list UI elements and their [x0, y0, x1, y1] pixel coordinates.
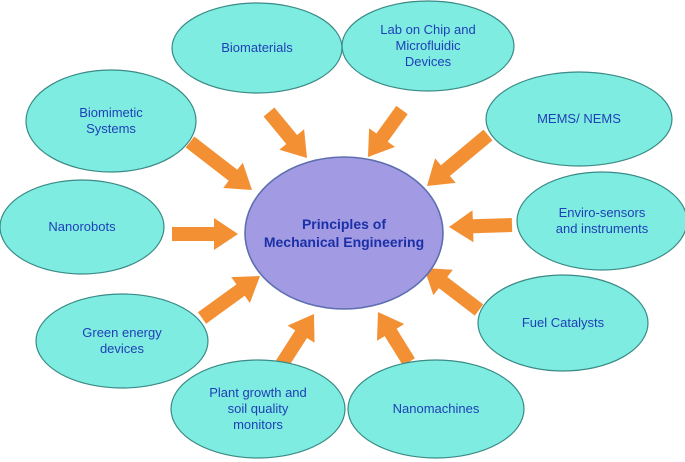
- node-enviro-sensors: [516, 171, 685, 271]
- node-label-biomimetic: Biomimetic Systems: [79, 105, 143, 136]
- node-label-nanorobots: Nanorobots: [48, 219, 116, 234]
- arrow-nanomachines: [377, 312, 415, 366]
- arrow-biomaterials: [263, 107, 307, 158]
- arrow-fuel-catalysts: [424, 268, 484, 316]
- arrow-enviro-sensors: [449, 210, 513, 243]
- arrow-biomimetic: [185, 136, 252, 190]
- node-label-fuel-catalysts: Fuel Catalysts: [521, 315, 605, 330]
- node-label-biomaterials: Biomaterials: [221, 40, 293, 55]
- node-label-green-energy: Green energy devices: [82, 325, 162, 356]
- arrow-mems-nems: [427, 129, 493, 186]
- arrow-plant-growth: [276, 314, 315, 368]
- node-label-lab-on-chip: Lab on Chip and Microfluidic Devices: [380, 22, 476, 69]
- node-label-mems-nems: MEMS/ NEMS: [537, 111, 621, 126]
- node-biomimetic: [25, 69, 197, 173]
- arrow-lab-on-chip: [368, 105, 408, 157]
- node-lab-on-chip: [341, 0, 515, 92]
- node-green-energy: [35, 293, 209, 389]
- arrow-nanorobots: [172, 218, 238, 250]
- node-mems-nems: [485, 71, 673, 167]
- center-hub-label: Principles of Mechanical Engineering: [263, 216, 425, 250]
- node-nanorobots: [0, 179, 165, 275]
- node-label-plant-growth: Plant growth and soil quality monitors: [209, 385, 307, 432]
- arrows-layer: [172, 105, 513, 368]
- node-nanomachines: [347, 359, 525, 459]
- center-hub: [244, 156, 444, 310]
- node-label-nanomachines: Nanomachines: [392, 401, 480, 416]
- node-fuel-catalysts: [477, 274, 649, 372]
- arrow-green-energy: [197, 276, 260, 324]
- node-label-enviro-sensors: Enviro-sensors and instruments: [555, 205, 649, 236]
- node-plant-growth: [170, 359, 346, 459]
